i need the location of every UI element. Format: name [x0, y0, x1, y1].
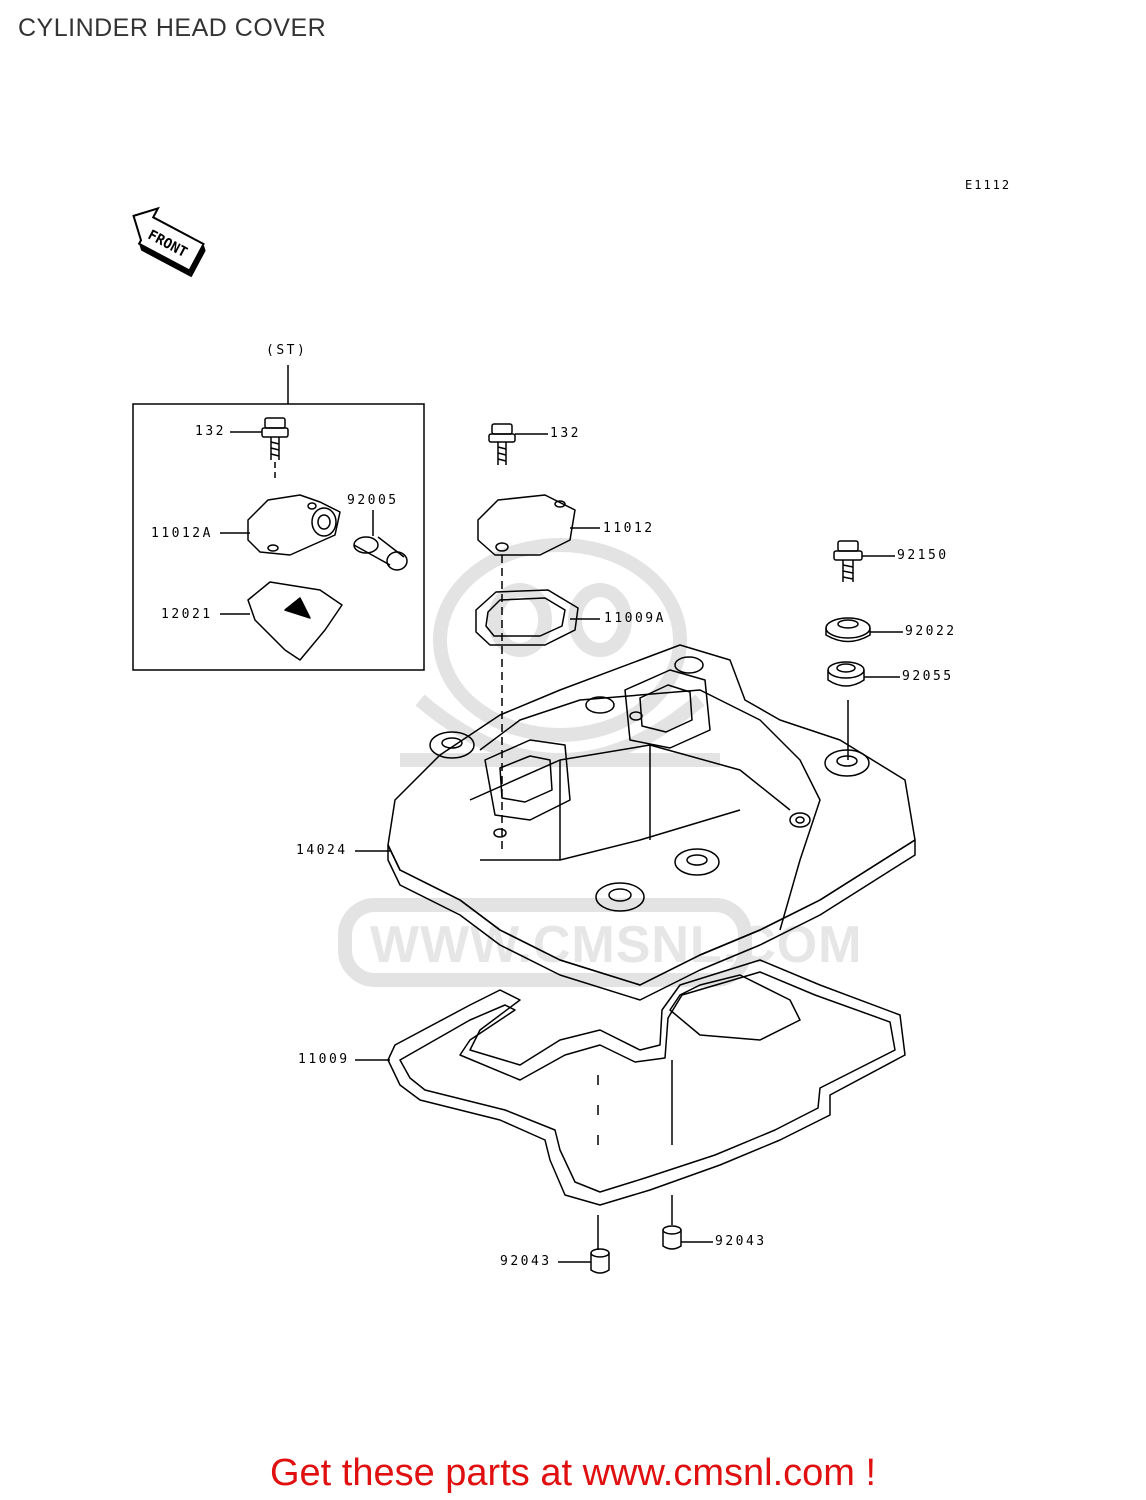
part-label-14024[interactable]: 14024	[296, 843, 348, 858]
part-label-92043-right[interactable]: 92043	[715, 1234, 767, 1249]
dowel-pin-92043-left	[590, 1248, 610, 1274]
bolt-92150	[833, 540, 863, 582]
part-label-92043-left[interactable]: 92043	[500, 1254, 552, 1269]
page-title: CYLINDER HEAD COVER	[18, 14, 327, 42]
footer-link[interactable]: Get these parts at www.cmsnl.com !	[269, 1452, 877, 1494]
part-label-132-st[interactable]: 132	[195, 424, 226, 439]
bolt-132-st	[261, 417, 289, 480]
part-label-11009[interactable]: 11009	[298, 1052, 350, 1067]
part-label-92150[interactable]: 92150	[897, 548, 949, 563]
cylinder-head-cover-14024	[387, 644, 916, 1001]
washer-92022	[825, 617, 871, 643]
part-label-12021[interactable]: 12021	[161, 607, 213, 622]
assembly-label: (ST)	[266, 343, 308, 358]
diagram-code: E1112	[965, 178, 1012, 192]
bolt-132	[488, 423, 516, 465]
front-arrow-icon: FRONT	[132, 206, 206, 278]
assembly-box	[132, 365, 425, 671]
cover-11012a	[247, 494, 341, 556]
leader-lines	[220, 431, 903, 1263]
watermark-text: WWW.CMSNL.COM	[370, 916, 863, 974]
cap-92005	[353, 536, 408, 571]
part-label-92005[interactable]: 92005	[347, 493, 399, 508]
dowel-pin-92043-right	[662, 1225, 682, 1250]
part-label-132[interactable]: 132	[550, 426, 581, 441]
part-label-11012[interactable]: 11012	[603, 521, 655, 536]
part-label-11009a[interactable]: 11009A	[604, 611, 666, 626]
part-label-11012a[interactable]: 11012A	[151, 526, 213, 541]
grommet-92055	[827, 661, 865, 687]
rubber-12021	[247, 581, 343, 661]
part-label-92022[interactable]: 92022	[905, 624, 957, 639]
gasket-11009a	[475, 589, 579, 646]
part-label-92055[interactable]: 92055	[902, 669, 954, 684]
plate-11012	[477, 494, 576, 556]
gasket-11009	[387, 959, 906, 1250]
watermark-logo	[338, 538, 752, 987]
